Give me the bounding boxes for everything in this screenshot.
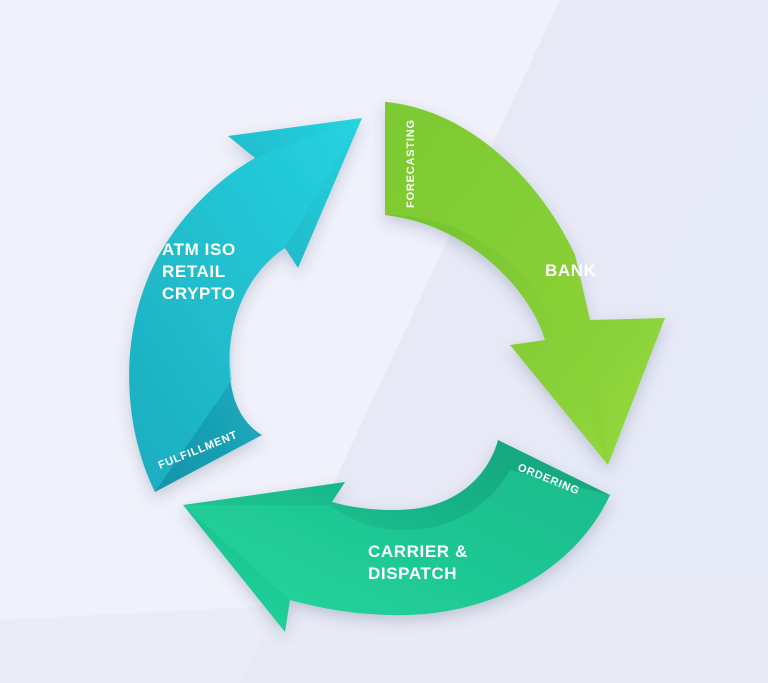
atm-arrow-highlight	[129, 118, 362, 492]
atm-label-line-1: ATM ISO	[162, 240, 236, 259]
segment-carrier	[183, 440, 610, 632]
carrier-arrow-highlight	[183, 470, 610, 616]
segment-atm	[129, 118, 362, 492]
background-floor	[0, 580, 768, 683]
bank-arrow-highlight	[385, 102, 608, 465]
segment-bank	[385, 102, 665, 465]
atm-label-line-2: RETAIL	[162, 262, 226, 281]
bank-stage-label: FORECASTING	[405, 119, 417, 208]
carrier-label-line-1: CARRIER &	[368, 542, 468, 561]
bank-label: BANK	[545, 261, 597, 280]
label-forecasting-group: FORECASTING	[405, 119, 417, 208]
carrier-label-line-2: DISPATCH	[368, 564, 457, 583]
atm-label-line-3: CRYPTO	[162, 284, 236, 303]
